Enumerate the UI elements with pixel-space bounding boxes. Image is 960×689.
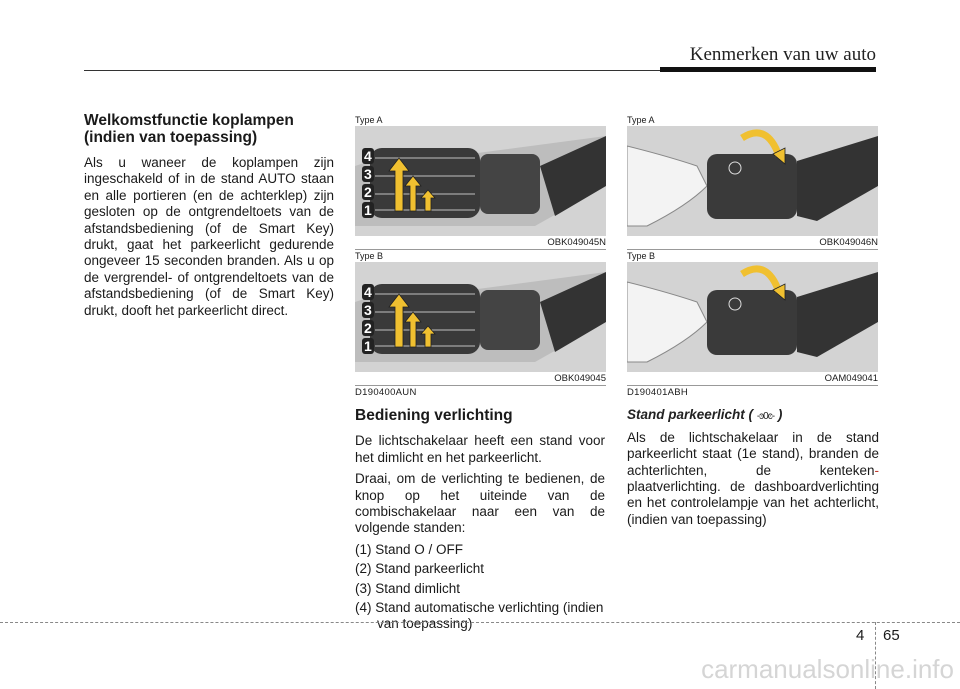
subhead-prefix: Stand parkeerlicht ( <box>627 407 754 423</box>
parking-light-section: D190401ABH Stand parkeerlicht ( -ͽ0ͼ- ) … <box>627 385 879 533</box>
footer-rule <box>0 622 960 623</box>
parking-light-body: Als de lichtschakelaar in de stand parke… <box>627 430 879 528</box>
chapter-number: 4 <box>856 627 865 644</box>
subhead-suffix: ) <box>777 407 783 423</box>
lighting-heading: Bediening verlichting <box>355 407 513 425</box>
parking-light-icon: -ͽ0ͼ- <box>756 411 775 423</box>
figure-type-a-hand: Type A OBK049046N <box>627 114 878 250</box>
header-rule <box>84 70 660 71</box>
section-code: D190401ABH <box>627 387 689 398</box>
figure-type-label: Type A <box>355 115 383 125</box>
body-part-b: plaatverlichting. de dashboardverlichtin… <box>627 479 879 527</box>
body-part-a: Als de lichtschakelaar in de stand parke… <box>627 429 879 478</box>
figure-type-b-stalk: Type B 4 3 2 1 OBK049045 <box>355 250 606 386</box>
figure-caption: OAM049041 <box>627 372 878 386</box>
position-digit-4: 4 <box>362 284 374 300</box>
figure-type-a-stalk: Type A 4 3 2 1 OBK049045N <box>355 114 606 250</box>
list-item: (3) Stand dimlicht <box>355 580 461 596</box>
body-hyphen: - <box>874 462 880 478</box>
figure-type-label: Type A <box>627 115 655 125</box>
welcome-body: Als u waneer de koplampen zijn ingeschak… <box>84 155 334 318</box>
lighting-paragraph-1: De lichtschakelaar heeft een stand voor … <box>355 433 605 465</box>
position-list: (1) Stand O / OFF (2) Stand parkeerlicht… <box>355 542 605 633</box>
stalk-photo: 4 3 2 1 <box>355 262 606 372</box>
lighting-section: D190400AUN Bediening verlichting De lich… <box>355 385 605 636</box>
figure-caption: OBK049045N <box>355 236 606 250</box>
position-digit-3: 3 <box>362 302 374 318</box>
header-rule-accent <box>660 67 876 72</box>
figure-type-label: Type B <box>627 251 656 261</box>
stalk-photo: 4 3 2 1 <box>355 126 606 236</box>
header-title: Kenmerken van uw auto <box>689 44 876 65</box>
figure-type-b-hand: Type B OAM049041 <box>627 250 878 386</box>
page-number: 65 <box>883 627 900 644</box>
hand-photo <box>627 262 878 372</box>
figure-caption: OBK049045 <box>355 372 606 386</box>
list-item: (2) Stand parkeerlicht <box>355 561 485 577</box>
position-digit-2: 2 <box>362 320 374 336</box>
position-digit-1: 1 <box>362 202 374 218</box>
position-digit-1: 1 <box>362 338 374 354</box>
position-digit-3: 3 <box>362 166 374 182</box>
lighting-paragraph-2: Draai, om de verlichting te bedienen, de… <box>355 471 605 536</box>
section-code: D190400AUN <box>355 387 417 398</box>
list-item: (1) Stand O / OFF <box>355 541 464 557</box>
welcome-section: Welkomstfunctie koplampen (indien van to… <box>84 112 334 324</box>
figure-type-label: Type B <box>355 251 384 261</box>
hand-photo <box>627 126 878 236</box>
watermark: carmanualsonline.info <box>701 654 954 684</box>
welcome-heading: Welkomstfunctie koplampen (indien van to… <box>84 112 294 146</box>
position-digit-4: 4 <box>362 148 374 164</box>
parking-light-heading: Stand parkeerlicht ( -ͽ0ͼ- ) <box>627 407 879 425</box>
position-digit-2: 2 <box>362 184 374 200</box>
footer-divider <box>875 622 876 689</box>
figure-caption: OBK049046N <box>627 236 878 250</box>
list-item: (4) Stand automatische verlichting (indi… <box>355 600 604 632</box>
